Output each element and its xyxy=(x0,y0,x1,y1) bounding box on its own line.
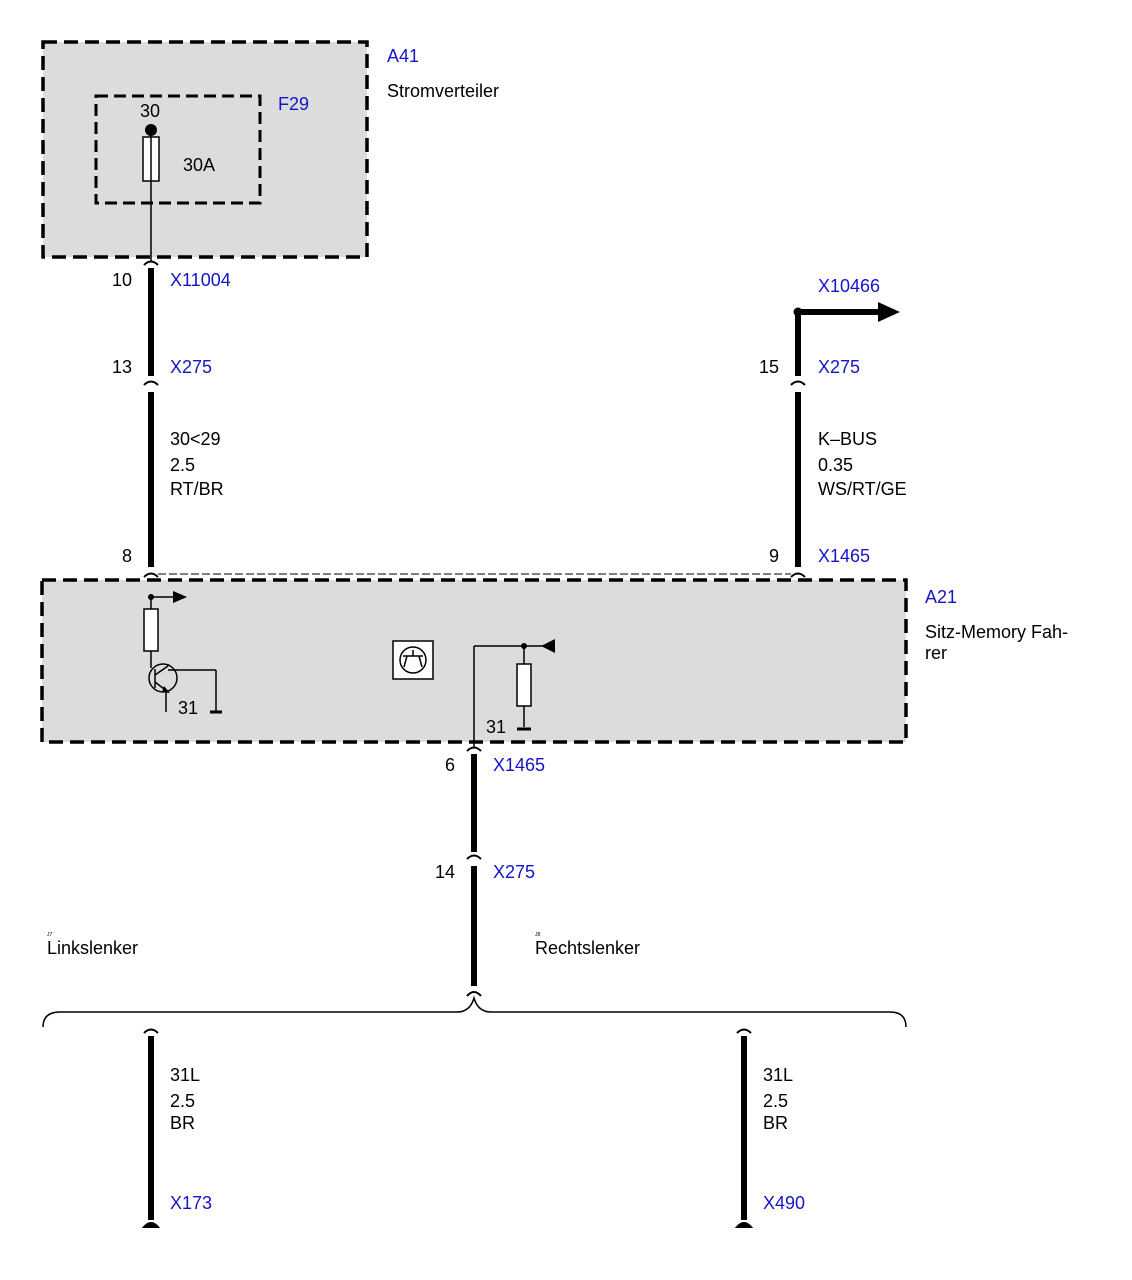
wire-x173-gauge: 2.5 xyxy=(170,1091,195,1111)
ground-point-x173: X173 xyxy=(170,1193,212,1213)
conn-x275-bottom: X275 xyxy=(493,862,535,882)
wire-x490-signal: 31L xyxy=(763,1065,793,1085)
fuse-rating: 30A xyxy=(183,155,215,175)
f29-fuse-box[interactable] xyxy=(94,94,262,205)
conn-x275-right: X275 xyxy=(818,357,860,377)
a41-name: Stromverteiler xyxy=(387,81,499,101)
conn-x1465-bottom: X1465 xyxy=(493,755,545,775)
wire-left-color: RT/BR xyxy=(170,479,224,499)
a21-name-line2: rer xyxy=(925,643,947,663)
wire-x173-signal: 31L xyxy=(170,1065,200,1085)
a21-ground-circuit xyxy=(473,639,555,748)
a21-ground-right: 31 xyxy=(486,717,506,737)
wire-left-signal: 30<29 xyxy=(170,429,221,449)
wire-ground[interactable] xyxy=(466,746,482,997)
wire-x490-color: BR xyxy=(763,1113,788,1133)
wire-right-gauge: 0.35 xyxy=(818,455,853,475)
wire-x173-color: BR xyxy=(170,1113,195,1133)
arrow-right-icon xyxy=(878,302,900,322)
a41-ref: A41 xyxy=(387,46,419,66)
variant-left-marker: J7 xyxy=(47,932,53,938)
conn-x1465-top: X1465 xyxy=(818,546,870,566)
variant-left: Linkslenker xyxy=(47,938,138,958)
conn-x275-left: X275 xyxy=(170,357,212,377)
pin-a41: 10 xyxy=(112,270,132,290)
wire-ground-x173[interactable] xyxy=(141,1028,161,1228)
f29-ref: F29 xyxy=(278,94,309,114)
pin-a21-bottom: 6 xyxy=(445,755,455,775)
pin-a21-left: 8 xyxy=(122,546,132,566)
wire-k-bus[interactable] xyxy=(790,302,900,578)
ground-point-x490: X490 xyxy=(763,1193,805,1213)
wire-ground-x490[interactable] xyxy=(734,1028,754,1228)
transistor-box-icon xyxy=(392,640,434,680)
wire-right-signal: K–BUS xyxy=(818,429,877,449)
conn-x11004: X11004 xyxy=(170,270,231,290)
wire-left-gauge: 2.5 xyxy=(170,455,195,475)
a21-ground-left: 31 xyxy=(178,698,198,718)
a21-input-circuit xyxy=(143,591,222,714)
ground-point-icon xyxy=(141,1222,161,1228)
wire-x490-gauge: 2.5 xyxy=(763,1091,788,1111)
a21-module[interactable] xyxy=(40,578,908,748)
variant-right-marker: J8 xyxy=(535,932,541,938)
ground-point-icon xyxy=(734,1222,754,1228)
conn-x10466: X10466 xyxy=(818,276,880,296)
wire-right-color: WS/RT/GE xyxy=(818,479,907,499)
pin-x275-bottom: 14 xyxy=(435,862,455,882)
wire-30-29[interactable] xyxy=(143,260,159,612)
variant-brace xyxy=(42,995,907,1028)
pin-x275-right: 15 xyxy=(759,357,779,377)
pin-x275-left: 13 xyxy=(112,357,132,377)
a21-name-line1: Sitz-Memory Fah- xyxy=(925,622,1068,642)
arrow-left-icon xyxy=(541,639,555,653)
arrow-right-icon xyxy=(173,591,187,603)
fuse-terminal: 30 xyxy=(140,101,160,121)
pin-a21-right: 9 xyxy=(769,546,779,566)
a21-ref: A21 xyxy=(925,587,957,607)
variant-right: Rechtslenker xyxy=(535,938,640,958)
a41-module[interactable] xyxy=(41,40,369,262)
